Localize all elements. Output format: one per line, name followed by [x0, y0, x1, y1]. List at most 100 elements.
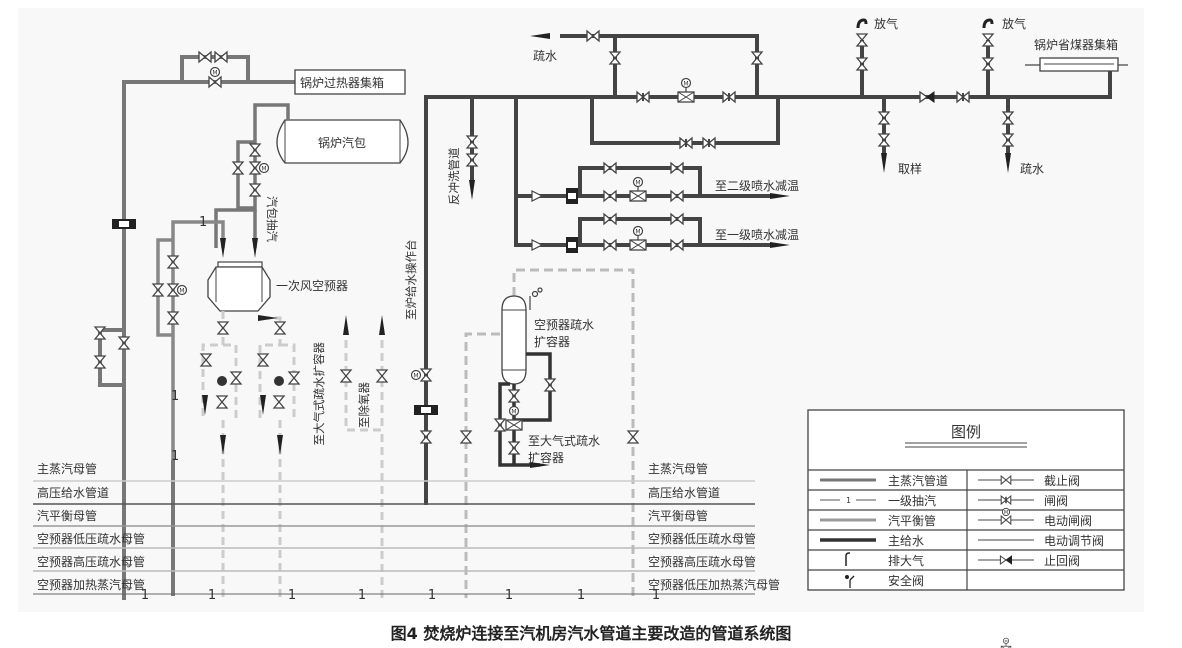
globe-valve	[460, 430, 472, 444]
globe-valve	[466, 135, 478, 149]
superheater-header-label: 锅炉过热器集箱	[300, 75, 384, 90]
extraction-mark: 1	[652, 588, 660, 603]
globe-valve	[217, 321, 229, 335]
globe-valve	[609, 51, 621, 65]
drain-right-label: 疏水	[1020, 161, 1044, 176]
motor-icon	[209, 66, 221, 78]
globe-valve	[232, 161, 244, 175]
globe-valve	[878, 133, 890, 147]
figure-caption: 图4 焚烧炉连接至汽机房汽水管道主要改造的管道系统图	[390, 624, 792, 643]
globe-valve	[216, 395, 228, 409]
check-indicator	[531, 190, 543, 202]
flow-arrow	[881, 153, 887, 173]
motor-icon	[176, 284, 188, 296]
legend-title: 图例	[951, 423, 981, 441]
globe-valve	[167, 311, 179, 325]
legend-gate-valve-icon	[1000, 495, 1012, 505]
gate-valve	[722, 91, 736, 103]
globe-valve	[273, 395, 285, 409]
globe-valve	[670, 190, 684, 202]
globe-valve	[603, 213, 617, 225]
gate-valve	[118, 336, 130, 350]
flow-arrow	[379, 315, 385, 335]
motor-control-valve	[629, 176, 647, 202]
globe-valve	[508, 389, 520, 403]
globe-valve	[603, 190, 617, 202]
gate-valve	[956, 91, 970, 103]
globe-valve	[603, 239, 617, 251]
globe-valve	[94, 326, 106, 340]
globe-valve	[249, 143, 261, 157]
extraction-mark: 1	[288, 588, 296, 603]
legend-label: 一级抽汽	[888, 493, 936, 508]
drain-top-label: 疏水	[533, 48, 557, 63]
flow-arrow	[252, 238, 258, 258]
headers-left: 主蒸汽母管 高压给水管道 汽平衡母管 空预器低压疏水母管 空预器高压疏水母管 空…	[37, 461, 145, 592]
legend-label: 排大气	[888, 553, 924, 568]
gate-valve	[702, 137, 716, 149]
legend-label: 电动闸阀	[1044, 514, 1092, 528]
flow-orifice	[566, 188, 578, 204]
legend-safety-valve-icon	[845, 575, 855, 588]
globe-valve	[494, 418, 506, 432]
gate-valve	[636, 91, 650, 103]
drain-pipes-dashed	[201, 311, 384, 600]
to-atm-expander-label-2: 扩容器	[528, 450, 564, 465]
main-steam-pipes	[98, 55, 295, 600]
backflush-pipe-label: 反冲洗管道	[447, 147, 461, 205]
globe-valve	[1002, 133, 1014, 147]
flow-arrow	[530, 33, 550, 39]
flow-arrow	[343, 315, 349, 335]
globe-valve	[420, 430, 432, 444]
motor-control-valve	[677, 77, 695, 103]
globe-valve	[152, 283, 164, 297]
expander-label-2: 扩容器	[534, 334, 570, 349]
to-primary-spray-label: 至一级喷水减温	[715, 228, 799, 242]
extraction-mark: 1	[208, 588, 216, 603]
to-secondary-spray-label: 至二级喷水减温	[715, 179, 799, 193]
globe-valve	[466, 153, 478, 167]
globe-valve	[94, 355, 106, 369]
check-valve	[919, 91, 935, 103]
extraction-mark: 1	[171, 449, 179, 464]
header-label-left: 空预器高压疏水母管	[37, 554, 145, 569]
gate-valve	[679, 137, 693, 149]
motor-control-valve	[629, 225, 647, 251]
flow-orifice	[414, 405, 438, 415]
globe-valve	[856, 57, 868, 71]
header-label-right: 高压给水管道	[648, 485, 720, 500]
flow-arrow	[770, 193, 790, 199]
headers-right: 主蒸汽母管 高压给水管道 汽平衡母管 空预器低压疏水母管 空预器高压疏水母管 空…	[648, 461, 780, 592]
header-label-left: 空预器加热蒸汽母管	[37, 577, 145, 592]
flow-arrow	[258, 315, 278, 321]
flow-arrow	[1005, 153, 1011, 173]
to-feedwater-station-label: 至炉给水操作台	[404, 240, 418, 321]
motor-gate-valve	[208, 76, 222, 88]
globe-valve	[288, 371, 300, 385]
motor-gate-valve	[167, 283, 179, 297]
header-label-left: 主蒸汽母管	[37, 461, 97, 476]
globe-valve	[340, 369, 352, 383]
primary-air-heater	[207, 261, 271, 312]
globe-valve	[198, 51, 212, 63]
globe-valve	[214, 51, 228, 63]
steam-trap-icon	[217, 376, 227, 386]
extraction-mark: 1	[505, 588, 513, 603]
legend-motor-icon	[1001, 507, 1011, 517]
boiler-drum	[276, 119, 409, 164]
legend-label: 闸阀	[1044, 494, 1068, 508]
flow-arrow	[277, 435, 283, 455]
globe-valve	[230, 371, 242, 385]
globe-valve	[249, 183, 261, 197]
legend: 图例 1 主蒸汽管道 一级抽汽 汽平衡管 主给水 排大气 安全阀	[807, 409, 1125, 648]
superheater-header-box	[294, 69, 406, 95]
legend-label: 止回阀	[1044, 554, 1080, 568]
extraction-mark: 1	[199, 215, 207, 230]
globe-valve	[1002, 111, 1014, 125]
motor-icon	[410, 369, 422, 381]
legend-label: 安全阀	[888, 573, 924, 588]
vent-label-2: 放气	[1002, 16, 1026, 31]
header-label-right: 汽平衡母管	[648, 508, 708, 523]
header-label-right: 空预器低压疏水母管	[648, 531, 756, 546]
